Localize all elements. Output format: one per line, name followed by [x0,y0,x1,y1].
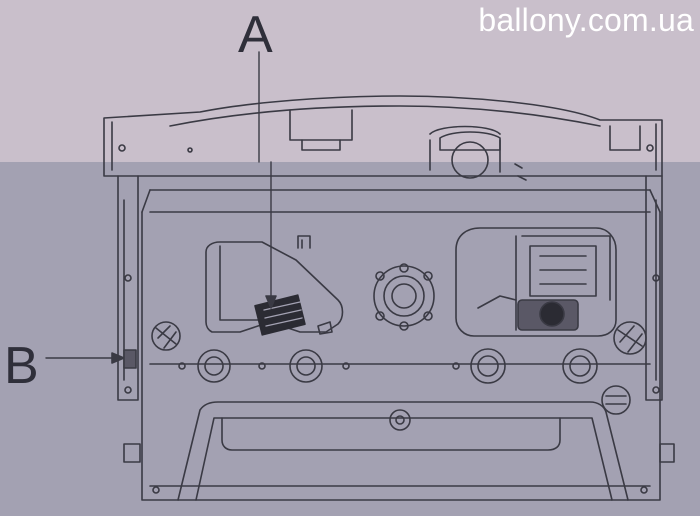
arrow-a [258,51,277,309]
bottom-handle [149,401,651,501]
callout-a: A [238,6,273,64]
mounting-frame [103,95,663,181]
central-fitting [373,263,435,331]
boiler-body [117,175,675,501]
watermark: ballony.com.ua [478,2,694,38]
callout-b: B [4,337,39,395]
background-lower [0,162,700,516]
fan-left [151,321,181,351]
pump-assembly [455,227,617,337]
fan-right [613,321,647,355]
arrow-b [45,349,137,369]
gas-valve-unit [205,235,344,336]
connection-row [149,348,651,415]
background-upper [0,0,700,162]
